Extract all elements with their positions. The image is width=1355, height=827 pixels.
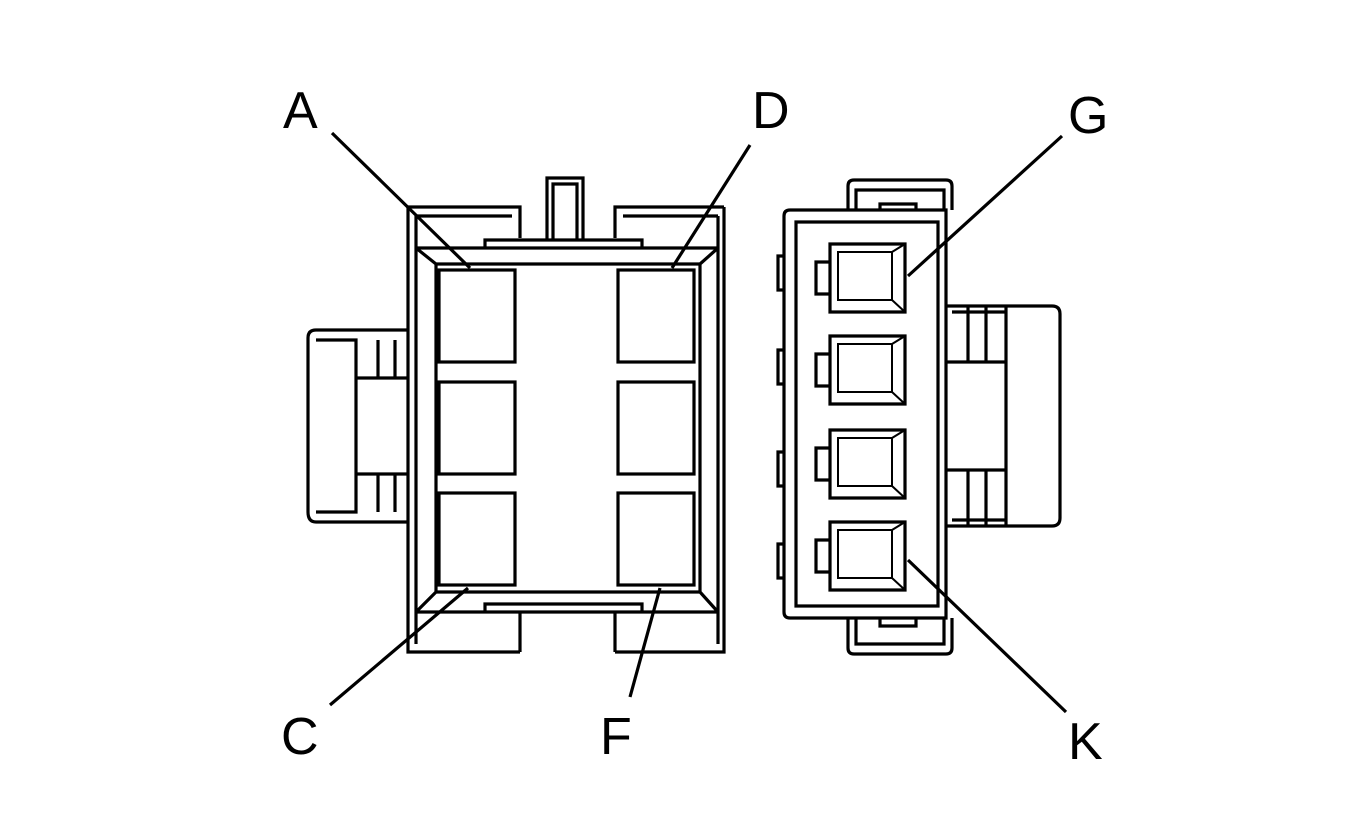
cavity-c bbox=[437, 491, 517, 587]
cavity-b bbox=[437, 380, 517, 476]
right-body-inner bbox=[794, 220, 940, 608]
leader-f bbox=[628, 587, 662, 698]
leader-k bbox=[906, 558, 1068, 714]
leader-a bbox=[330, 131, 472, 270]
left-body-outer bbox=[406, 207, 726, 654]
left-bottom-rails bbox=[483, 602, 644, 652]
right-side-nubs bbox=[776, 254, 784, 580]
pin-labels: A D G C F K bbox=[281, 82, 1108, 771]
left-body-face bbox=[414, 216, 720, 644]
right-bottom-ledge bbox=[846, 618, 954, 656]
label-c: C bbox=[281, 708, 319, 766]
label-f: F bbox=[600, 708, 632, 766]
terminal-h bbox=[814, 334, 907, 406]
leader-c bbox=[328, 586, 470, 707]
label-g: G bbox=[1068, 87, 1108, 145]
terminal-k bbox=[814, 520, 907, 592]
terminal-g bbox=[814, 242, 907, 314]
cavity-f bbox=[616, 491, 696, 587]
label-k: K bbox=[1068, 713, 1103, 771]
right-connector bbox=[776, 178, 1062, 656]
left-top-rails bbox=[408, 205, 724, 248]
right-side-latch bbox=[946, 304, 1062, 528]
terminal-j bbox=[814, 428, 907, 500]
label-a: A bbox=[283, 82, 318, 140]
left-top-latch bbox=[545, 176, 585, 240]
left-side-latch bbox=[306, 328, 408, 524]
leader-lines bbox=[328, 131, 1068, 714]
label-d: D bbox=[752, 82, 790, 140]
cavity-a bbox=[437, 268, 517, 364]
cavity-e bbox=[616, 380, 696, 476]
leader-g bbox=[906, 134, 1064, 278]
cavity-d bbox=[616, 268, 696, 364]
right-top-ledge bbox=[846, 178, 954, 210]
right-body-outer bbox=[782, 208, 948, 620]
left-connector bbox=[306, 176, 726, 654]
leader-d bbox=[670, 144, 752, 269]
